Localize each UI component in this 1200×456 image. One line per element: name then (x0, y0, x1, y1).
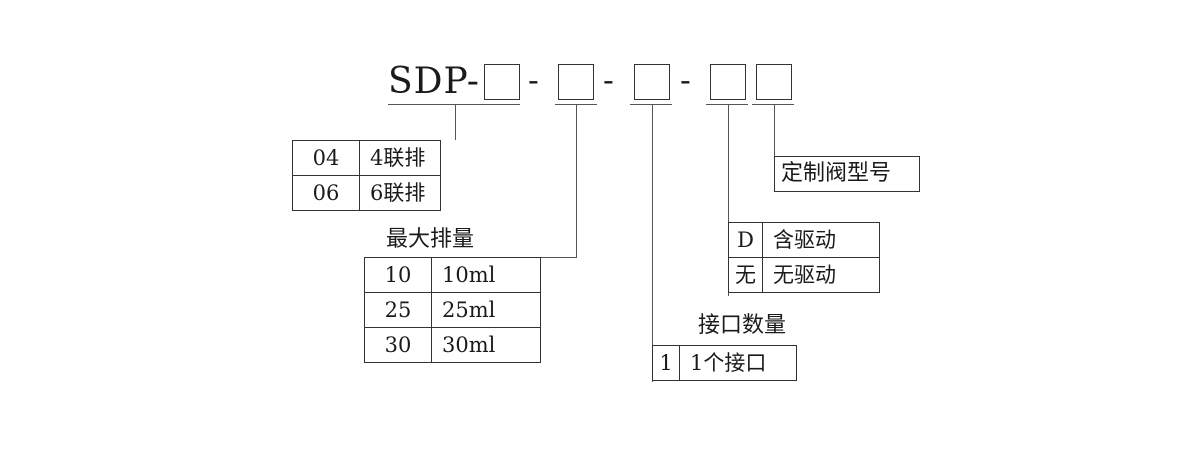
code-slot-drive (710, 64, 746, 100)
row-count-desc: 4联排 (359, 140, 441, 176)
drive-desc: 含驱动 (762, 222, 880, 258)
code-slot-rows (484, 64, 520, 100)
displacement-code: 10 (364, 257, 432, 293)
table-row: 1 1个接口 (652, 345, 797, 381)
drive-desc: 无驱动 (762, 257, 880, 293)
model-prefix: SDP- (388, 61, 480, 102)
table-row: 06 6联排 (292, 175, 441, 211)
table-row: D 含驱动 (728, 222, 880, 258)
connector-displacement-v (576, 104, 577, 258)
separator-1: - (528, 61, 539, 99)
displacement-desc: 25ml (431, 292, 541, 328)
table-row: 25 25ml (364, 292, 541, 328)
max-displacement-table: 10 10ml 25 25ml 30 30ml (364, 257, 541, 363)
displacement-code: 30 (364, 327, 432, 363)
port-count-table: 1 1个接口 (652, 345, 797, 381)
underline-drive (706, 104, 748, 105)
code-slot-custom (756, 64, 792, 100)
connector-displacement-h (540, 257, 577, 258)
drive-table: D 含驱动 无 无驱动 (728, 222, 880, 293)
custom-valve-label: 定制阀型号 (774, 156, 920, 192)
port-count-heading: 接口数量 (698, 313, 787, 338)
row-count-code: 04 (292, 140, 360, 176)
table-row: 无 无驱动 (728, 257, 880, 293)
separator-3: - (680, 61, 691, 99)
connector-rows (455, 104, 456, 140)
connector-custom (774, 104, 775, 156)
drive-code: D (728, 222, 763, 258)
port-count-code: 1 (652, 345, 680, 381)
table-row: 10 10ml (364, 257, 541, 293)
max-displacement-heading: 最大排量 (386, 227, 475, 252)
displacement-desc: 30ml (431, 327, 541, 363)
code-slot-ports (634, 64, 670, 100)
row-count-desc: 6联排 (359, 175, 441, 211)
table-row: 30 30ml (364, 327, 541, 363)
port-count-desc: 1个接口 (679, 345, 797, 381)
displacement-code: 25 (364, 292, 432, 328)
connector-ports (652, 104, 653, 382)
displacement-desc: 10ml (431, 257, 541, 293)
code-slot-displacement (558, 64, 594, 100)
row-count-code: 06 (292, 175, 360, 211)
underline-custom (752, 104, 794, 105)
underline-ports (630, 104, 672, 105)
table-row: 04 4联排 (292, 140, 441, 176)
separator-2: - (603, 61, 614, 99)
row-count-table: 04 4联排 06 6联排 (292, 140, 441, 211)
connector-drive (728, 104, 729, 296)
drive-code: 无 (728, 257, 763, 293)
underline-rows (388, 104, 520, 105)
